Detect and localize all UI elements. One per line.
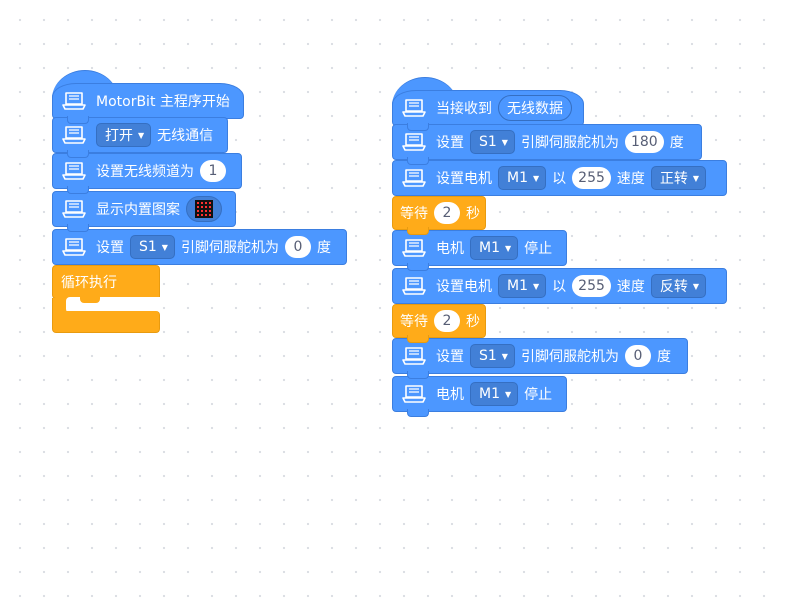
motorbit-laptop-icon [60, 121, 88, 149]
dropdown-arrow-icon: ▼ [501, 137, 508, 147]
wait-unit: 秒 [466, 206, 480, 222]
dropdown-arrow-icon: ▼ [501, 351, 508, 361]
set-servo-angle-block-2[interactable]: 设置 S1▼ 引脚伺服舵机为 0 度 [392, 338, 688, 379]
block-notch [67, 186, 89, 194]
motor-label: 设置电机 [436, 171, 492, 187]
motorbit-laptop-icon [400, 94, 428, 122]
motorbit-main-start-hat-block[interactable]: MotorBit 主程序开始 [52, 70, 244, 124]
motor-dropdown[interactable]: M1▼ [470, 236, 519, 260]
stop-motor-block-1[interactable]: 电机 M1▼ 停止 [392, 230, 567, 271]
servo-label: 引脚伺服舵机为 [180, 240, 279, 256]
servo-unit: 度 [669, 135, 684, 151]
servo-unit: 度 [656, 349, 671, 365]
block-notch [67, 116, 89, 124]
motor-with-label: 以 [552, 171, 567, 187]
block-notch [407, 335, 429, 343]
servo-unit: 度 [316, 240, 331, 256]
direction-dropdown[interactable]: 正转▼ [650, 166, 707, 190]
set-motor-speed-block-2[interactable]: 设置电机 M1▼ 以 255 速度 反转▼ [392, 268, 727, 304]
set-motor-speed-block-1[interactable]: 设置电机 M1▼ 以 255 速度 正转▼ [392, 160, 727, 196]
when-radio-received-hat-block[interactable]: 当接收到 无线数据 [392, 77, 584, 131]
block-notch [407, 263, 429, 271]
motor-label: 设置电机 [436, 279, 492, 295]
dropdown-arrow-icon: ▼ [692, 173, 700, 183]
channel-label: 设置无线频道为 [96, 164, 194, 180]
dropdown-arrow-icon: ▼ [161, 242, 168, 252]
motor-with-label: 以 [552, 279, 567, 295]
motor-speed-input[interactable]: 255 [572, 167, 611, 189]
block-notch [407, 157, 429, 165]
servo-label: 引脚伺服舵机为 [520, 349, 619, 365]
block-notch [407, 123, 429, 131]
block-notch [407, 227, 429, 235]
motor-stop-label: 电机 [436, 387, 464, 403]
motorbit-laptop-icon [400, 128, 428, 156]
block-notch [67, 224, 89, 232]
wait-seconds-input[interactable]: 2 [434, 202, 460, 224]
channel-value-input[interactable]: 1 [200, 160, 226, 182]
show-icon-label: 显示内置图案 [96, 202, 180, 218]
dropdown-arrow-icon: ▼ [692, 281, 700, 291]
set-radio-channel-block[interactable]: 设置无线频道为 1 [52, 153, 242, 194]
motor-stop-label: 电机 [436, 241, 464, 257]
speed-label: 速度 [616, 279, 645, 295]
motorbit-laptop-icon [60, 157, 88, 185]
dropdown-arrow-icon: ▼ [533, 173, 540, 183]
motor-dropdown[interactable]: M1▼ [498, 166, 547, 190]
stop-action-label: 停止 [524, 387, 553, 403]
wait-seconds-block-1[interactable]: 等待 2 秒 [392, 196, 486, 235]
wait-seconds-input[interactable]: 2 [434, 310, 460, 332]
hat-label: MotorBit 主程序开始 [96, 94, 230, 110]
motor-speed-input[interactable]: 255 [572, 275, 611, 297]
set-servo-angle-block[interactable]: 设置 S1▼ 引脚伺服舵机为 0 度 [52, 229, 347, 265]
show-builtin-icon-block[interactable]: 显示内置图案 [52, 191, 236, 232]
stop-motor-block-2[interactable]: 电机 M1▼ 停止 [392, 376, 567, 417]
radio-action-dropdown[interactable]: 打开▼ [96, 123, 152, 147]
motor-dropdown[interactable]: M1▼ [498, 274, 547, 298]
servo-angle-input[interactable]: 0 [624, 345, 651, 367]
block-notch [407, 371, 429, 379]
servo-set-label: 设置 [436, 135, 464, 151]
servo-set-label: 设置 [436, 349, 464, 365]
direction-dropdown[interactable]: 反转▼ [650, 274, 707, 298]
stop-action-label: 停止 [524, 241, 553, 257]
radio-label: 无线通信 [157, 128, 214, 144]
motorbit-laptop-icon [400, 272, 428, 300]
forever-loop-arm [52, 298, 67, 312]
dropdown-arrow-icon: ▼ [533, 281, 540, 291]
servo-label: 引脚伺服舵机为 [520, 135, 619, 151]
radio-data-reporter[interactable]: 无线数据 [498, 95, 572, 121]
motorbit-laptop-icon [400, 342, 428, 370]
servo-angle-input[interactable]: 0 [284, 236, 311, 258]
motorbit-laptop-icon [60, 195, 88, 223]
dropdown-arrow-icon: ▼ [138, 130, 145, 140]
speed-label: 速度 [616, 171, 645, 187]
wait-seconds-block-2[interactable]: 等待 2 秒 [392, 304, 486, 343]
set-servo-angle-block-1[interactable]: 设置 S1▼ 引脚伺服舵机为 180 度 [392, 124, 702, 165]
wait-label: 等待 [400, 314, 428, 330]
motorbit-laptop-icon [400, 234, 428, 262]
forever-label: 循环执行 [61, 275, 117, 291]
servo-pin-dropdown[interactable]: S1▼ [470, 344, 515, 368]
block-notch [407, 409, 429, 417]
dropdown-arrow-icon: ▼ [505, 389, 512, 399]
servo-pin-dropdown[interactable]: S1▼ [130, 235, 175, 259]
wait-unit: 秒 [466, 314, 480, 330]
forever-loop-footer [52, 311, 160, 333]
motorbit-laptop-icon [400, 164, 428, 192]
motor-dropdown[interactable]: M1▼ [470, 382, 519, 406]
servo-pin-dropdown[interactable]: S1▼ [470, 130, 515, 154]
wait-label: 等待 [400, 206, 428, 222]
led-matrix-icon[interactable] [186, 196, 222, 222]
forever-loop-header[interactable]: 循环执行 [52, 265, 160, 299]
motorbit-laptop-icon [400, 380, 428, 408]
motorbit-laptop-icon [60, 233, 88, 261]
block-notch [67, 150, 89, 158]
hat-label: 当接收到 [436, 101, 492, 117]
motorbit-laptop-icon [60, 87, 88, 115]
servo-angle-input[interactable]: 180 [624, 131, 664, 153]
servo-set-label: 设置 [96, 240, 124, 256]
forever-slot-notch [80, 297, 100, 303]
dropdown-arrow-icon: ▼ [505, 243, 512, 253]
